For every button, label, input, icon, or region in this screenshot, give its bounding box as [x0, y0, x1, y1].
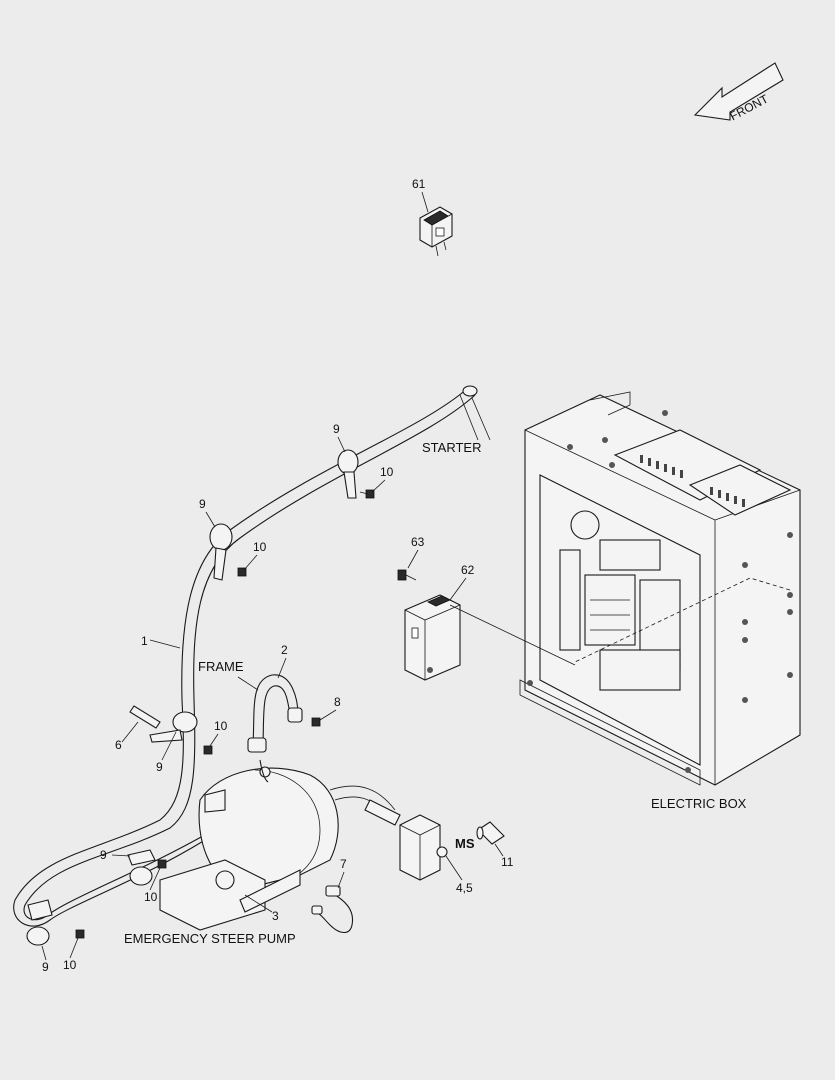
clamp-9-upper [209, 523, 233, 581]
pin-6 [129, 705, 161, 729]
pump-hose [259, 759, 269, 783]
callout-2: 2 [281, 643, 288, 657]
relay-62 [404, 594, 461, 681]
callout-4-5: 4,5 [456, 881, 473, 895]
callout-8: 8 [334, 695, 341, 709]
bolt-10-middle [203, 745, 213, 755]
bolt-10-bottom [75, 929, 85, 939]
sensor-11 [476, 821, 505, 845]
callout-61: 61 [412, 177, 426, 191]
bolt-10-upper [237, 567, 247, 577]
pressure-switch-4-5 [364, 799, 448, 881]
clamp-9-lower [127, 849, 156, 886]
callout-10-top: 10 [380, 465, 394, 479]
emergency-steer-pump [159, 766, 396, 931]
front-arrow-icon: FRONT [693, 62, 784, 123]
callout-11: 11 [501, 855, 514, 869]
cable-2 [247, 674, 303, 753]
label-starter: STARTER [422, 440, 481, 455]
harness-7 [311, 885, 354, 934]
label-electric-box: ELECTRIC BOX [651, 796, 747, 811]
rocker-switch-61 [419, 206, 453, 257]
clamp-9-top [337, 449, 359, 499]
callout-10-lower: 10 [144, 890, 158, 904]
bolt-10-lower [157, 859, 167, 869]
label-frame: FRAME [198, 659, 244, 674]
callout-1: 1 [141, 634, 148, 648]
callout-9-bottom: 9 [42, 960, 49, 974]
callout-10-upper: 10 [253, 540, 267, 554]
callout-9-lower: 9 [100, 848, 107, 862]
callout-10-bottom: 10 [63, 958, 77, 972]
bolt-10-top [359, 489, 375, 499]
callout-62: 62 [461, 563, 475, 577]
electric-box [519, 391, 801, 786]
label-emergency-steer-pump: EMERGENCY STEER PUMP [124, 931, 296, 946]
callout-9-middle: 9 [156, 760, 163, 774]
callout-7: 7 [340, 857, 347, 871]
clamp-9-middle [149, 711, 198, 743]
callout-9-top: 9 [333, 422, 340, 436]
callout-6: 6 [115, 738, 122, 752]
clamp-9-bottom [26, 899, 53, 946]
label-ms: MS [455, 836, 475, 851]
callout-10-middle: 10 [214, 719, 228, 733]
callout-63: 63 [411, 535, 425, 549]
bolt-8 [311, 717, 321, 727]
callout-3: 3 [272, 909, 279, 923]
screw-63 [397, 569, 417, 581]
callout-9-upper: 9 [199, 497, 206, 511]
